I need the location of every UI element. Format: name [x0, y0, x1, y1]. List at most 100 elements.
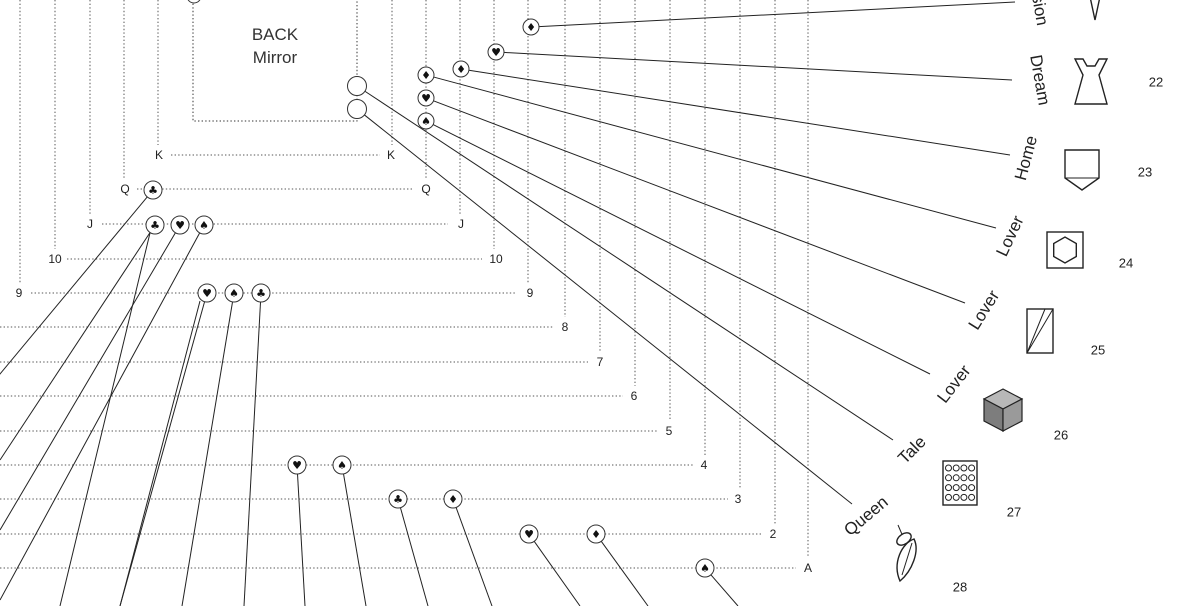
folded-card-icon [1026, 308, 1054, 354]
suit-glyph: ♦ [526, 21, 536, 34]
heart-node: ♥ [417, 89, 435, 107]
card-word: Dream [1026, 53, 1054, 107]
suit-glyph: ♥ [421, 92, 431, 105]
rank-frame-K [157, 0, 393, 156]
feather-icon [896, 524, 917, 583]
diamond-node: ♦ [417, 66, 435, 84]
dotted-grid-icon [942, 460, 978, 506]
rank-label-right: A [804, 561, 812, 575]
rank-frame-3 [0, 0, 741, 500]
rank-label-right: J [458, 217, 464, 231]
diamond-node: ♦ [586, 524, 606, 544]
rank-label-left: K [155, 148, 163, 162]
card-entry-2: Dream 22 [1026, 53, 1163, 107]
suit-glyph: ♣ [256, 287, 266, 300]
heart-node: ♥ [519, 524, 539, 544]
rank-label-right: 5 [666, 424, 673, 438]
card-word: Tale [894, 432, 929, 467]
suit-glyph: ♥ [175, 219, 185, 232]
heart-node: ♥ [170, 215, 190, 235]
card-number: 24 [1119, 256, 1133, 271]
suit-glyph: ♥ [524, 528, 534, 541]
diamond-node: ♦ [452, 60, 470, 78]
spade-node: ♠ [332, 455, 352, 475]
heart-node: ♥ [487, 43, 505, 61]
suit-glyph: ♦ [591, 528, 601, 541]
rank-frame-7 [0, 0, 601, 363]
rank-frame-2 [0, 0, 776, 535]
rank-label-left: 9 [16, 286, 23, 300]
card-number: 25 [1091, 343, 1105, 358]
club-node: ♣ [388, 489, 408, 509]
rank-frame-9 [19, 0, 529, 294]
rank-frame-6 [0, 0, 636, 397]
card-word: Home [1011, 134, 1041, 183]
card-entry-3: Home 23 [1011, 134, 1152, 191]
heart-node: ♥ [287, 455, 307, 475]
spade-node: ♠ [695, 558, 715, 578]
cube-icon [982, 388, 1024, 432]
hexagon-in-square-icon [1046, 231, 1084, 269]
club-node: ♣ [145, 215, 165, 235]
suit-glyph: ♠ [700, 562, 710, 575]
card-entry-5: Lover 25 [965, 287, 1106, 358]
card-word: sion [1028, 0, 1052, 27]
card-entry-6: Lover 26 [933, 361, 1068, 442]
house-pentagon-icon [1064, 149, 1100, 191]
rank-label-right: 7 [597, 355, 604, 369]
rank-label-right: 4 [701, 458, 708, 472]
rank-frame-10 [54, 0, 495, 260]
suit-glyph: ♦ [421, 69, 431, 82]
card-word: Lover [933, 361, 974, 406]
club-node: ♣ [143, 180, 163, 200]
candle-icon [1089, 0, 1101, 21]
rank-label-right: 6 [631, 389, 638, 403]
back-card-title: BACK [252, 25, 299, 44]
suit-glyph: ♣ [150, 219, 160, 232]
empty-node [347, 99, 367, 119]
card-entry-4: Lover 24 [992, 212, 1133, 270]
card-number: 28 [953, 580, 967, 595]
diamond-node: ♦ [522, 18, 540, 36]
diamond-node: ♦ [443, 489, 463, 509]
card-word: Queen [840, 492, 891, 539]
suit-glyph: ♦ [456, 63, 466, 76]
card-number: 22 [1149, 75, 1163, 90]
back-card: BACK Mirror [187, 0, 358, 122]
card-entry-8: Queen 28 [840, 492, 967, 594]
rank-label-right: K [387, 148, 395, 162]
card-word: Lover [965, 287, 1004, 333]
empty-node [347, 76, 367, 96]
card-entry-1: sion [1028, 0, 1101, 27]
card-number: 26 [1054, 428, 1068, 443]
suit-glyph: ♣ [393, 493, 403, 506]
suit-glyph: ♥ [491, 46, 501, 59]
suit-glyph: ♥ [292, 459, 302, 472]
rank-label-right: 9 [527, 286, 534, 300]
suit-glyph: ♠ [337, 459, 347, 472]
rank-label-right: Q [421, 182, 430, 196]
rank-label-left: 10 [48, 252, 62, 266]
club-node: ♣ [251, 283, 271, 303]
rank-label-right: 10 [489, 252, 503, 266]
dress-icon [1073, 58, 1109, 105]
spade-node: ♠ [224, 283, 244, 303]
suit-glyph: ♠ [199, 219, 209, 232]
rank-label-right: 3 [735, 492, 742, 506]
card-number: 23 [1138, 165, 1152, 180]
rank-frame-A [0, 0, 809, 569]
suit-glyph: ♠ [421, 115, 431, 128]
suit-glyph: ♣ [148, 184, 158, 197]
back-card-subtitle: Mirror [253, 48, 298, 67]
suit-glyph: ♦ [448, 493, 458, 506]
card-word: Lover [992, 212, 1027, 259]
rank-label-left: Q [120, 182, 129, 196]
spade-node: ♠ [417, 112, 435, 130]
rank-label-right: 8 [562, 320, 569, 334]
rank-frame-4 [0, 0, 706, 466]
suit-glyph: ♠ [229, 287, 239, 300]
rank-label-right: 2 [770, 527, 777, 541]
card-number: 27 [1007, 505, 1021, 520]
rank-frame-5 [0, 0, 671, 432]
